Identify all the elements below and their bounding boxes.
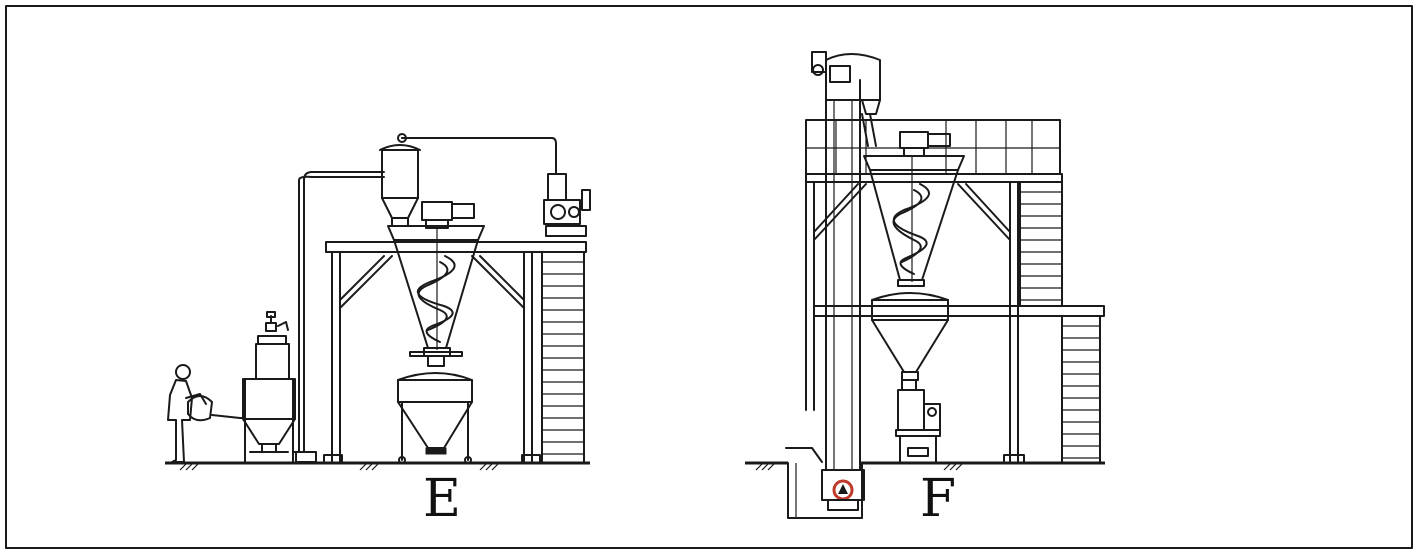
elevator-head — [811, 51, 881, 147]
label-f: F — [920, 469, 956, 529]
pit-f — [785, 447, 863, 519]
staircase-f-lower — [1061, 315, 1101, 464]
staircase-e — [541, 251, 585, 464]
grid-platform-f — [805, 119, 1063, 464]
lower-hopper-f — [871, 292, 949, 381]
assembly-e — [165, 133, 591, 471]
vacuum-pump-unit — [543, 173, 591, 237]
staircase-f-upper — [1019, 181, 1063, 307]
vacuum-receiver — [379, 133, 557, 227]
middle-platform-f — [813, 305, 1105, 464]
ground-hatch-e — [179, 463, 499, 471]
assembly-f — [745, 51, 1105, 519]
operator-figure — [167, 364, 241, 463]
vacuum-pipe — [292, 171, 385, 463]
feeding-hopper — [239, 311, 296, 464]
ground-hatch-f — [755, 463, 963, 471]
platform-e — [323, 241, 587, 464]
label-e: E — [423, 469, 461, 529]
receiving-hopper — [397, 355, 473, 464]
outer-border — [5, 5, 1413, 549]
packing-machine — [895, 379, 941, 464]
conical-mixer-f — [863, 131, 965, 287]
conical-mixer-e — [387, 201, 485, 357]
bucket-elevator — [821, 79, 865, 511]
